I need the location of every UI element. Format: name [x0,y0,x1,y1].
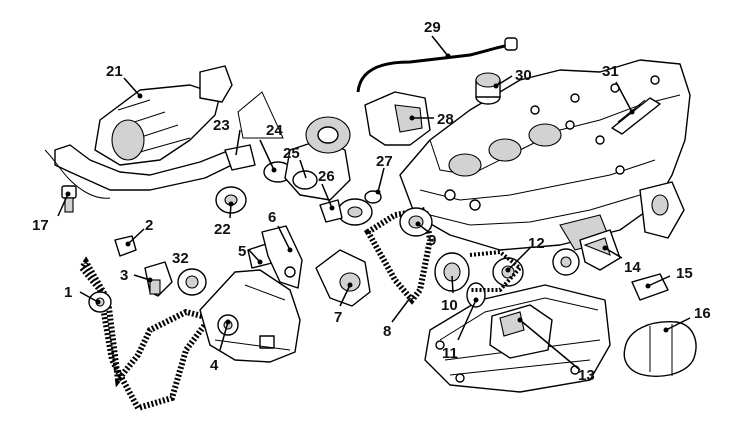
callout-15: 15 [676,265,693,282]
callout-13: 13 [578,367,595,384]
pulley-10 [434,252,470,292]
callout-26: 26 [318,168,335,185]
callout-4: 4 [210,357,219,374]
callout-29: 29 [424,19,441,36]
callout-21: 21 [106,63,123,80]
callout-5: 5 [238,243,246,260]
callout-31: 31 [602,63,619,80]
cover-13 [489,304,553,359]
callout-11: 11 [442,345,458,362]
intake-manifold [44,65,239,199]
part-14 [552,229,621,276]
timing-belt-left [78,256,216,412]
callout-3: 3 [120,267,128,284]
callout-30: 30 [515,67,532,84]
callout-23: 23 [213,117,230,134]
oil-filter-30 [475,72,501,105]
callout-2: 2 [145,217,153,234]
water-pump-7 [315,249,371,307]
timing-belt-8 [363,206,434,305]
part-16 [623,321,697,377]
idler-11 [466,282,486,308]
callout-32: 32 [172,250,189,267]
callout-17: 17 [32,217,49,234]
callout-8: 8 [383,323,391,340]
callout-22: 22 [214,221,231,238]
callout-9: 9 [428,232,436,249]
tensioner-32 [177,268,207,296]
bracket-6 [261,225,303,289]
breather-hose [356,37,518,93]
leader-dots [65,53,669,333]
leader-lines [57,35,691,371]
part-22-pulley [215,186,247,214]
engine-block [399,59,691,251]
part-3 [144,261,173,297]
callout-28: 28 [437,111,454,128]
callout-10: 10 [441,297,458,314]
callout-27: 27 [376,153,393,170]
callout-12: 12 [528,235,545,252]
callout-25: 25 [283,145,300,162]
callout-labels: 1 2 3 4 5 6 7 8 9 10 11 12 13 14 15 16 1… [32,19,711,384]
callout-16: 16 [694,305,711,322]
callout-24: 24 [266,122,283,139]
callout-1: 1 [64,284,72,301]
callout-7: 7 [334,309,342,326]
callout-6: 6 [268,209,276,226]
water-pump-assembly [224,91,382,226]
sensor-17 [61,185,77,213]
bracket-28 [364,91,431,146]
pump-right [639,181,685,239]
timing-cover-4 [199,269,301,363]
callout-14: 14 [624,259,641,276]
